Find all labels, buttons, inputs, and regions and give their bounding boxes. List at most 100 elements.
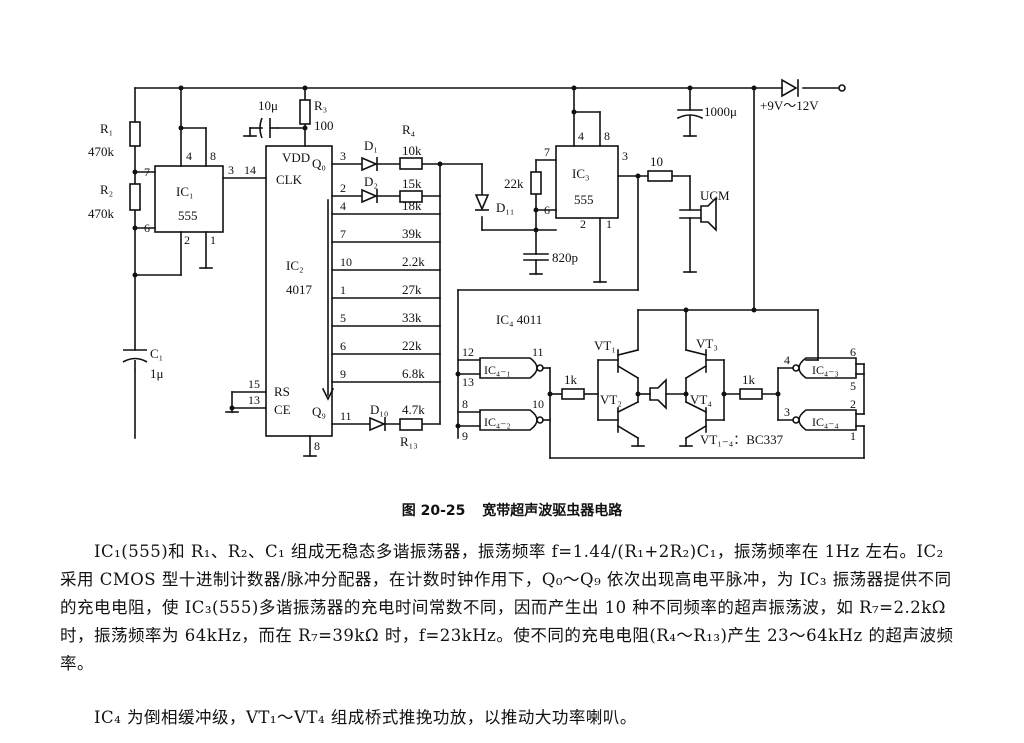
c-820-label: 820p	[552, 250, 578, 265]
pin-label: 15	[248, 377, 260, 391]
vt1-label: VT₁	[594, 338, 616, 353]
ic2-type: 4017	[286, 282, 313, 297]
supply-label: +9V～12V	[760, 98, 819, 113]
pin-label: 6	[850, 345, 856, 359]
pin-label: 4	[186, 149, 192, 163]
pin-label: 13	[248, 393, 260, 407]
r4-label: R₄	[402, 122, 416, 137]
paragraph-1: IC₁(555)和 R₁、R₂、C₁ 组成无稳态多谐振荡器，振荡频率 f=1.4…	[60, 542, 954, 673]
pin-label: 8	[462, 397, 468, 411]
figure-caption: 图 20-25 宽带超声波驱虫器电路	[0, 500, 1024, 520]
pin-label: 4	[578, 129, 584, 143]
pin-label: 10	[532, 397, 544, 411]
r-1k-left-label: 1k	[564, 372, 578, 387]
d11-label: D₁₁	[496, 200, 514, 215]
pin-label: 6	[544, 203, 550, 217]
pin-label: 13	[462, 375, 474, 389]
ic2-output-pin-label: 5	[340, 311, 346, 325]
ic3-type: 555	[574, 192, 594, 207]
ic2-output-pin-label: 1	[340, 283, 346, 297]
circuit-diagram: +9V～12V 1000μ R₁ 470k R₂ 470k C₁ 1μ IC₁ …	[88, 78, 865, 459]
pin-label: 2	[850, 397, 856, 411]
clk-label: CLK	[276, 172, 303, 187]
c1-value: 1μ	[150, 366, 164, 381]
r2-value: 470k	[88, 206, 115, 221]
pin-label: 3	[784, 405, 790, 419]
ic2-output-pin-label: 11	[340, 409, 352, 423]
ic2-output-pin-label: 3	[340, 149, 346, 163]
vt4-label: VT₄	[690, 392, 712, 407]
ic2-output-pin-label: 7	[340, 227, 346, 241]
r2-label: R₂	[100, 182, 113, 197]
pin-label: 3	[228, 163, 234, 177]
ic4-2-label: IC₄₋₂	[484, 415, 511, 429]
pin-label: 1	[210, 233, 216, 247]
r1-value: 470k	[88, 144, 115, 159]
ic1-type: 555	[178, 208, 198, 223]
resistor-value-label: 10k	[402, 143, 422, 158]
cap-10-label: 10μ	[258, 98, 278, 113]
ic4-label: IC₄ 4011	[496, 312, 542, 327]
pin-label: 8	[210, 149, 216, 163]
ic4-1-label: IC₄₋₁	[484, 363, 511, 377]
r-10-label: 10	[650, 154, 663, 169]
resistor-value-label: 27k	[402, 282, 422, 297]
pin-label: 12	[462, 345, 474, 359]
pin-label: 6	[144, 221, 150, 235]
q9-label: Q₉	[312, 404, 326, 419]
resistor-value-label: 15k	[402, 176, 422, 191]
r3-value: 100	[314, 118, 334, 133]
pin-label: 8	[314, 439, 320, 453]
resistor-value-label: 33k	[402, 310, 422, 325]
ic2-output-pin-label: 2	[340, 181, 346, 195]
r3-label: R₃	[314, 98, 327, 113]
vdd-label: VDD	[282, 150, 310, 165]
cap-1000-label: 1000μ	[704, 104, 737, 119]
pin-label: 11	[532, 345, 544, 359]
pin-label: 7	[144, 165, 150, 179]
resistor-value-label: 18k	[402, 198, 422, 213]
r-22k-label: 22k	[504, 176, 524, 191]
figure-number: 图 20-25	[401, 503, 466, 519]
ic1-label: IC₁	[176, 184, 194, 199]
pin-label: 4	[784, 353, 790, 367]
pin-label: 2	[580, 217, 586, 231]
resistor-value-label: 6.8k	[402, 366, 425, 381]
pin-label: 1	[606, 217, 612, 231]
ic2-output-pin-label: 9	[340, 367, 346, 381]
d10-label: D₁₀	[370, 402, 388, 417]
d2-label: D₂	[364, 174, 378, 189]
resistor-value-label: 4.7k	[402, 402, 425, 417]
pin-label: 1	[850, 429, 856, 443]
ic3-label: IC₃	[572, 166, 590, 181]
figure-title: 宽带超声波驱虫器电路	[482, 503, 623, 519]
pin-label: 2	[184, 233, 190, 247]
ic4-4-label: IC₄₋₄	[812, 415, 839, 429]
ic2-output-pin-label: 6	[340, 339, 346, 353]
ce-label: CE	[274, 402, 291, 417]
vt-note: VT₁₋₄：BC337	[700, 432, 784, 447]
resistor-value-label: 39k	[402, 226, 422, 241]
ic2-output-pin-label: 4	[340, 199, 346, 213]
paragraph-2: IC₄ 为倒相缓冲级，VT₁～VT₄ 组成桥式推挽功放，以推动大功率喇叭。	[94, 708, 637, 727]
pin-label: 7	[544, 145, 550, 159]
vt2-label: VT₂	[600, 392, 622, 407]
ic2-output-pin-label: 10	[340, 255, 352, 269]
ic2-label: IC₂	[286, 258, 304, 273]
ucm-label: UCM	[700, 188, 730, 203]
r1-label: R₁	[100, 121, 113, 136]
r13-label: R₁₃	[400, 434, 418, 449]
pin-label: 3	[622, 149, 628, 163]
pin-label: 8	[604, 129, 610, 143]
q0-label: Q₀	[312, 156, 326, 171]
d1-label: D₁	[364, 138, 378, 153]
ic4-3-label: IC₄₋₃	[812, 363, 839, 377]
pin-label: 14	[244, 163, 256, 177]
pin-label: 9	[462, 429, 468, 443]
rs-label: RS	[274, 384, 290, 399]
c1-label: C₁	[150, 346, 163, 361]
resistor-value-label: 22k	[402, 338, 422, 353]
vt3-label: VT₃	[696, 336, 718, 351]
pin-label: 5	[850, 379, 856, 393]
resistor-value-label: 2.2k	[402, 254, 425, 269]
